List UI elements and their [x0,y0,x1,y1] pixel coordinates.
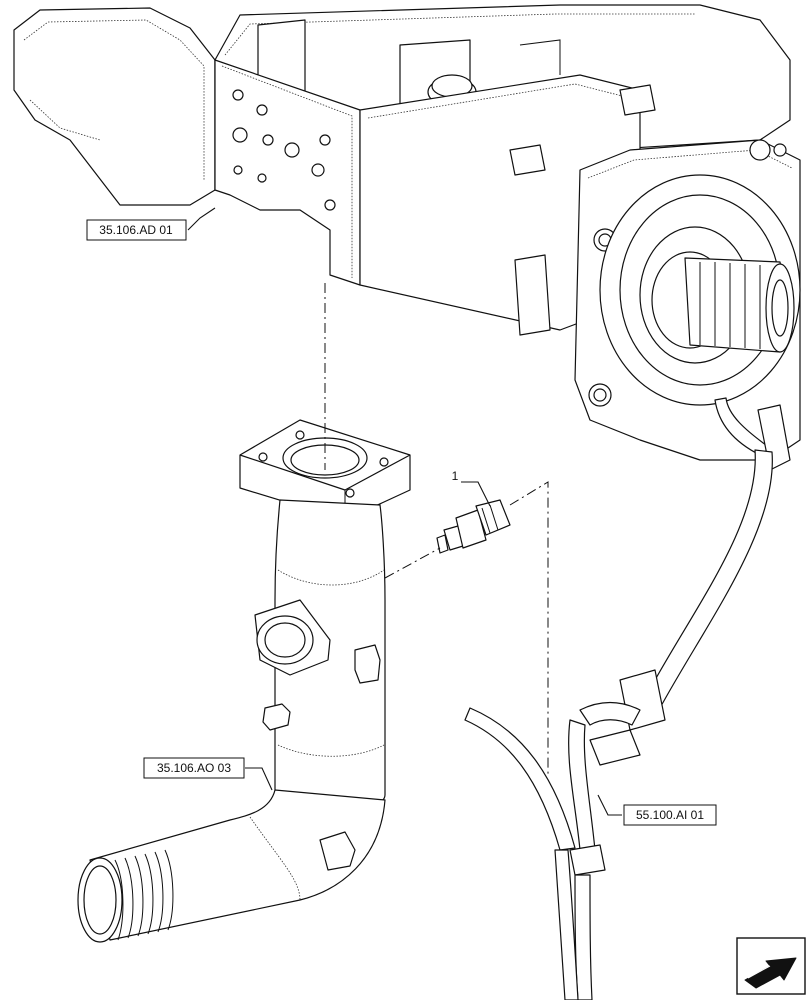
leader-lines [187,207,622,816]
mounting-plate-holes [232,89,336,211]
ref-label-text: 55.100.AI 01 [636,808,704,822]
ref-label-text: 35.106.AD 01 [99,223,173,237]
ref-label-35-106-ao-03[interactable]: 35.106.AO 03 [143,757,245,779]
temperature-sensor [436,499,511,554]
center-lines [324,283,549,775]
ref-label-35-106-ad-01[interactable]: 35.106.AD 01 [86,219,187,241]
wire-harness [464,397,791,1000]
item-callout-1: 1 [452,469,459,483]
hydraulic-pump-assembly [13,4,801,461]
ref-label-text: 35.106.AO 03 [157,761,231,775]
next-page-arrow-icon[interactable] [736,937,806,995]
ref-label-55-100-ai-01[interactable]: 55.100.AI 01 [623,804,717,826]
suction-pipe-assembly [77,419,411,943]
